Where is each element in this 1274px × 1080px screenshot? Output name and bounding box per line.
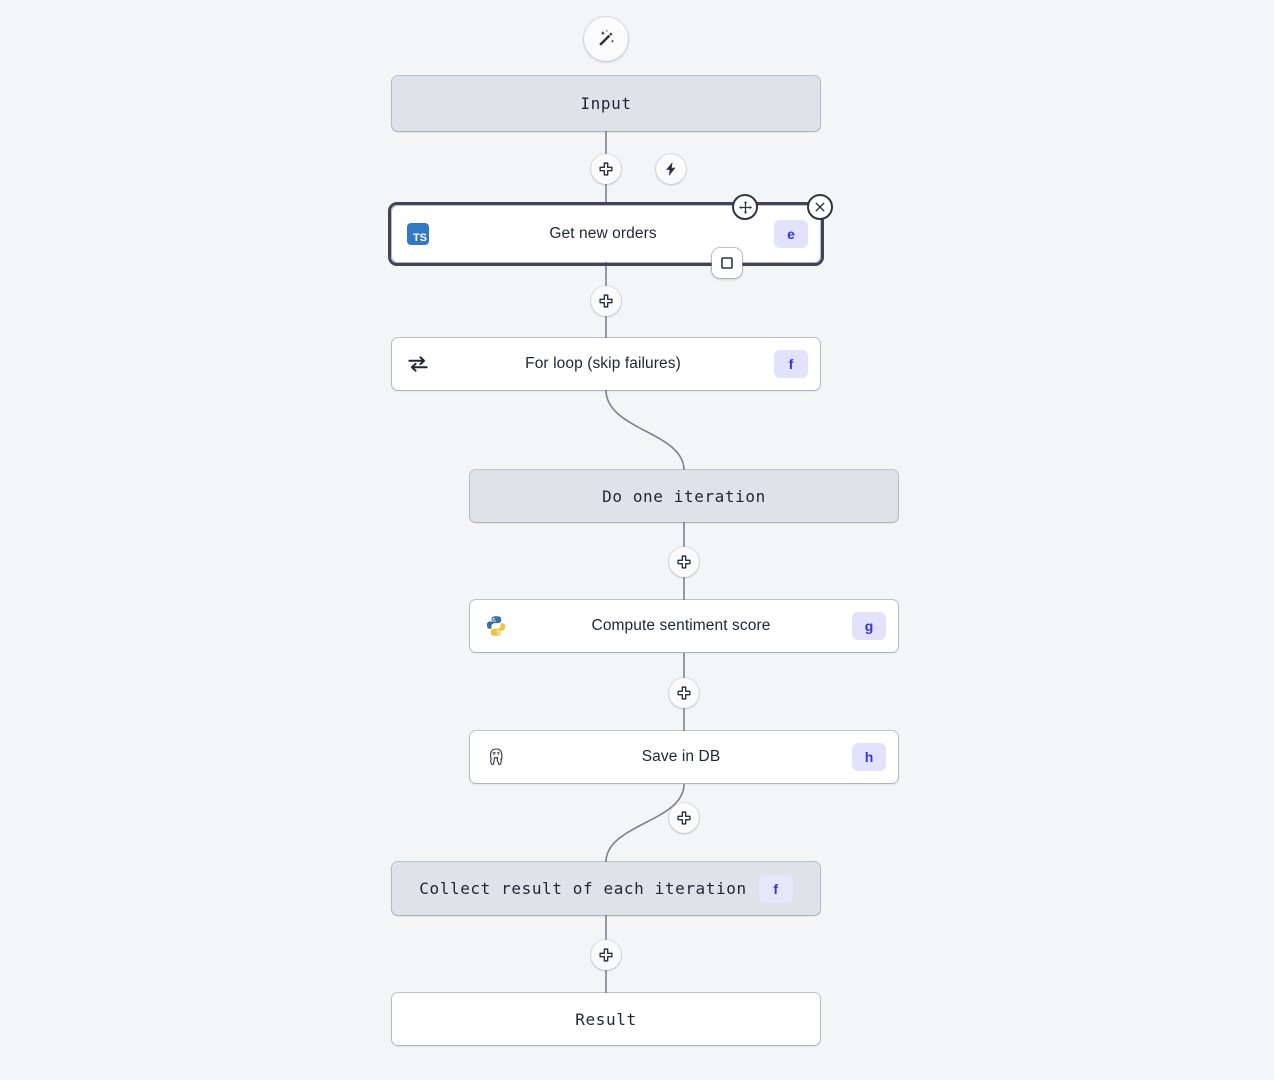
add-step-icon [677, 811, 691, 825]
add-step-button-after-do-one-iteration[interactable] [669, 547, 699, 577]
add-step-icon [677, 555, 691, 569]
add-step-icon [599, 948, 613, 962]
node-get-new-orders-shortcut-badge: e [774, 220, 808, 248]
node-get-new-orders-label: Get new orders [549, 225, 657, 242]
node-do-one-iteration-label: Do one iteration [602, 486, 766, 506]
node-save-in-db[interactable]: Save in DB h [470, 731, 898, 783]
lightning-bolt-icon [666, 162, 676, 176]
node-for-loop[interactable]: For loop (skip failures) f [392, 338, 820, 390]
trigger-button[interactable] [656, 154, 686, 184]
square-icon [721, 257, 733, 269]
add-step-button-after-compute[interactable] [669, 678, 699, 708]
node-input[interactable]: Input [392, 76, 820, 131]
node-compute-sentiment-score-shortcut-badge: g [852, 612, 886, 640]
postgresql-icon [482, 743, 510, 771]
move-handle-button[interactable] [732, 194, 758, 220]
branch-button[interactable] [712, 248, 742, 278]
node-input-label: Input [580, 94, 632, 113]
edge-for-loop-to-do-one-iteration [605, 389, 685, 471]
node-save-in-db-shortcut-badge: h [852, 743, 886, 771]
node-compute-sentiment-score-label: Compute sentiment score [591, 617, 771, 634]
magic-wand-icon [599, 29, 614, 46]
node-do-one-iteration[interactable]: Do one iteration [470, 470, 898, 522]
node-collect-result-shortcut-badge: f [758, 874, 793, 903]
typescript-icon: TS [404, 220, 432, 248]
node-save-in-db-label: Save in DB [641, 748, 721, 765]
add-step-button-after-input[interactable] [591, 154, 621, 184]
node-for-loop-shortcut-badge: f [774, 350, 808, 378]
node-result-label: Result [575, 1009, 637, 1029]
loop-repeat-icon [404, 350, 432, 378]
node-for-loop-label: For loop (skip failures) [525, 355, 681, 372]
node-compute-sentiment-score[interactable]: Compute sentiment score g [470, 600, 898, 652]
python-icon [482, 612, 510, 640]
close-icon [815, 202, 825, 212]
node-collect-result-label: Collect result of each iteration [419, 879, 747, 898]
node-result[interactable]: Result [392, 993, 820, 1045]
add-step-icon [599, 294, 613, 308]
add-step-button-after-get-new-orders[interactable] [591, 286, 621, 316]
add-step-icon [599, 162, 613, 176]
move-handle-icon [738, 200, 752, 214]
typescript-icon-text: TS [407, 223, 429, 245]
delete-node-button[interactable] [807, 194, 833, 220]
node-collect-result[interactable]: Collect result of each iteration f [392, 862, 820, 915]
add-step-icon [677, 686, 691, 700]
add-step-button-after-save-in-db[interactable] [669, 803, 699, 833]
node-get-new-orders[interactable]: TS Get new orders e [392, 206, 820, 262]
ai-generate-button[interactable] [584, 17, 628, 61]
add-step-button-after-collect-result[interactable] [591, 940, 621, 970]
